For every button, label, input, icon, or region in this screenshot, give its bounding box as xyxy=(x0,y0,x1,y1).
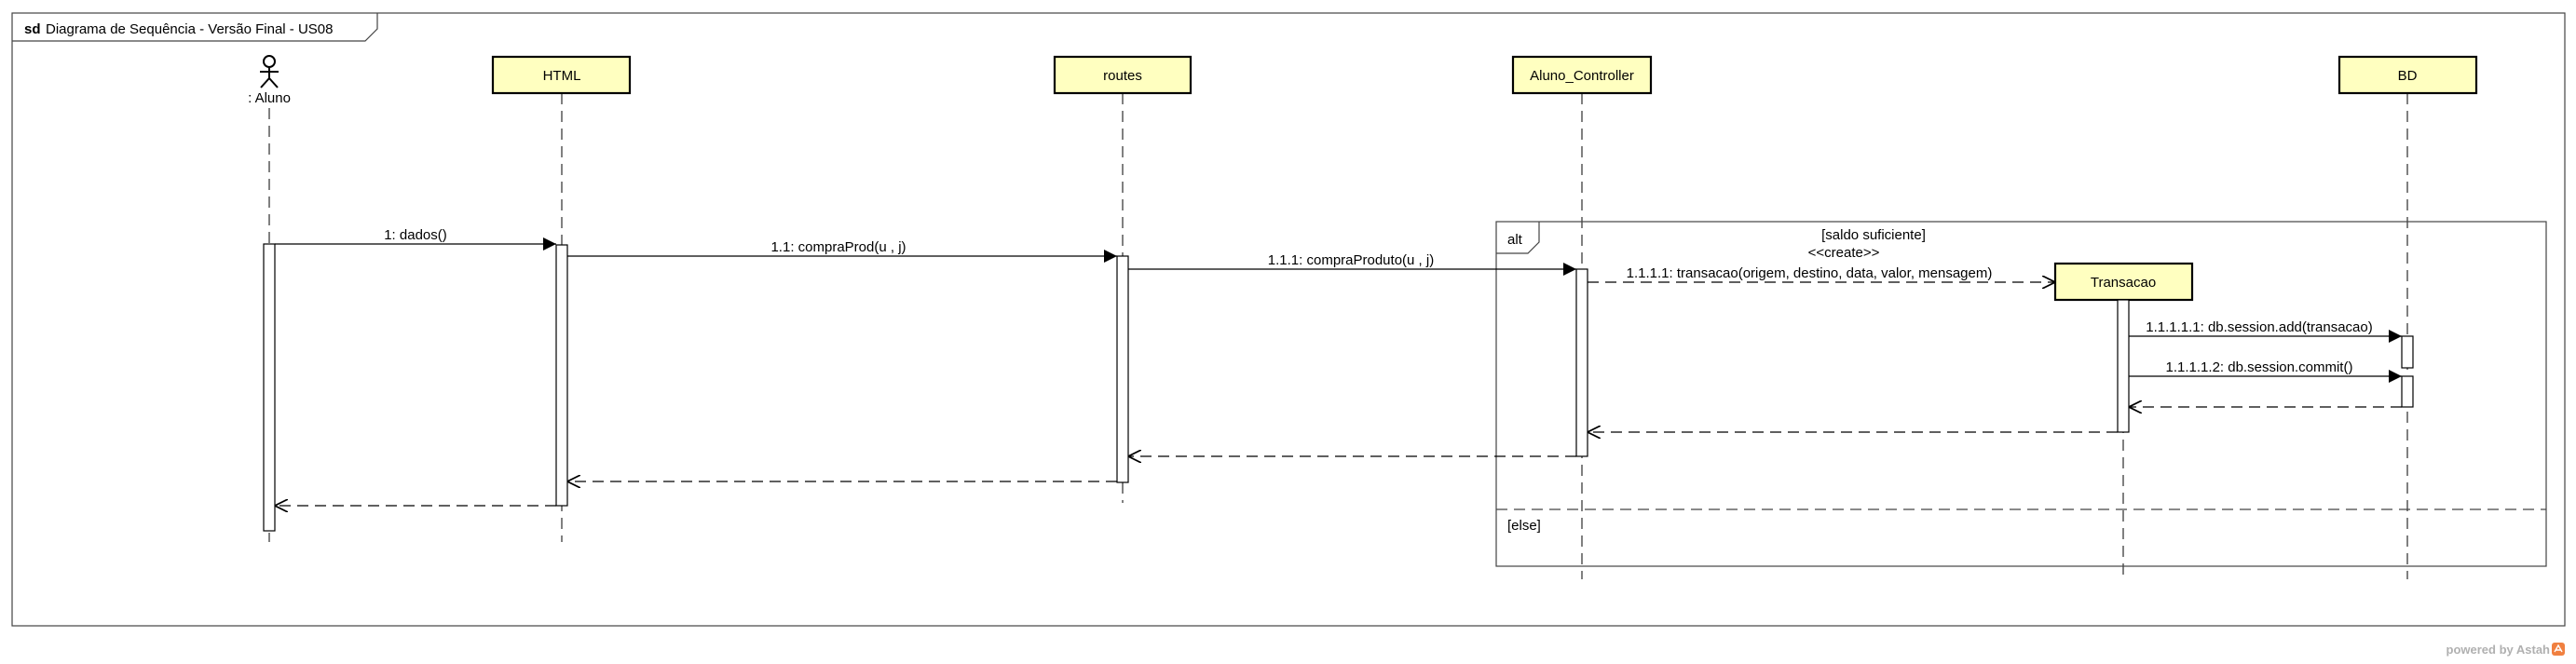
participant-transacao-label: Transacao xyxy=(2091,275,2156,291)
participant-html: HTML xyxy=(491,55,632,95)
activation-html xyxy=(555,244,568,507)
frame-keyword: sd xyxy=(24,21,41,37)
frame-title: Diagrama de Sequência - Versão Final - U… xyxy=(46,21,334,37)
msg-label-compraprod: 1.1: compraProd(u , j) xyxy=(770,239,906,255)
activation-transacao xyxy=(2117,299,2130,433)
participant-routes-label: routes xyxy=(1103,68,1142,84)
participant-routes: routes xyxy=(1053,55,1193,95)
activation-bd-2 xyxy=(2401,375,2414,408)
msg-label-transacao: 1.1.1.1: transacao(origem, destino, data… xyxy=(1627,265,1993,281)
actor-head xyxy=(263,55,276,68)
lifelines xyxy=(268,93,2408,579)
messages xyxy=(275,237,2402,383)
sd-frame: sd Diagrama de Sequência - Versão Final … xyxy=(11,12,2566,627)
activation-aluno xyxy=(263,243,276,532)
alt-operator: alt xyxy=(1507,232,1523,248)
activations xyxy=(263,243,2414,532)
participant-bd-label: BD xyxy=(2398,68,2418,84)
activation-bd-1 xyxy=(2401,335,2414,369)
alt-guard-saldo: [saldo suficiente] xyxy=(1821,227,1926,243)
msg-label-session-commit: 1.1.1.1.2: db.session.commit() xyxy=(2166,359,2353,375)
actor-leg-right xyxy=(268,77,279,88)
actor-aluno xyxy=(260,55,279,88)
activation-routes xyxy=(1116,255,1129,483)
alt-guard-else: [else] xyxy=(1507,518,1541,534)
msg-label-dados: 1: dados() xyxy=(384,227,447,243)
participant-controller: Aluno_Controller xyxy=(1511,55,1653,95)
participant-controller-label: Aluno_Controller xyxy=(1530,68,1634,84)
msg-label-session-add: 1.1.1.1.1: db.session.add(transacao) xyxy=(2146,319,2373,335)
astah-logo-icon xyxy=(2552,643,2565,656)
actor-aluno-label: : Aluno xyxy=(248,90,291,106)
participant-bd: BD xyxy=(2337,55,2478,95)
watermark-text: powered by Astah xyxy=(2447,643,2551,657)
activation-controller xyxy=(1575,268,1588,457)
participant-html-label: HTML xyxy=(543,68,581,84)
actor-leg-left xyxy=(260,77,270,88)
msg-label-compraproduto: 1.1.1: compraProduto(u , j) xyxy=(1268,252,1434,268)
alt-fragment: alt [saldo suficiente] [else] xyxy=(1495,221,2547,567)
return-messages xyxy=(275,407,2402,506)
stereotype-create: <<create>> xyxy=(1808,245,1880,261)
participant-transacao: Transacao xyxy=(2053,262,2194,302)
